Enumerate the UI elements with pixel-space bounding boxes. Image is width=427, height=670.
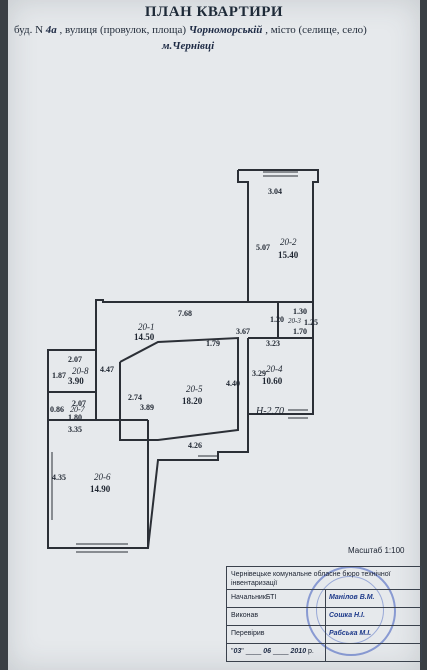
dimension-labels: 3.04 5.07 7.68 1.30 1.20 1.25 1.70 3.67 …: [50, 187, 318, 482]
dim-label: 1.70: [293, 327, 307, 336]
column-divider: [325, 589, 326, 661]
room-label: 20-5: [186, 384, 203, 394]
room-label: 20-8: [72, 366, 89, 376]
role-label: Виконав: [231, 612, 259, 619]
dim-label: 3.67: [236, 327, 250, 336]
dim-label: 2.07: [72, 399, 86, 408]
role-label: НачальникБТІ: [231, 594, 277, 601]
room-label: 20-3: [288, 317, 301, 325]
address-line: буд. N 4а , вулиця (провулок, площа) Чор…: [14, 22, 414, 54]
room-label: 20-7: [70, 405, 86, 414]
date-value: "03" ____ 06 ____ 2010 р.: [231, 648, 314, 655]
floor-plan: 3.04 5.07 7.68 1.30 1.20 1.25 1.70 3.67 …: [47, 169, 319, 553]
dim-label: 1.79: [206, 339, 220, 348]
dim-label: 2.07: [68, 355, 82, 364]
dim-label: 1.30: [293, 307, 307, 316]
room-label: 20-4: [266, 364, 283, 374]
dim-label: 3.04: [268, 187, 282, 196]
scale-label: Масштаб 1:100: [348, 546, 405, 555]
room-area: 10.60: [262, 376, 283, 386]
dim-label: 3.89: [140, 403, 154, 412]
room-area: 15.40: [278, 250, 299, 260]
title-block: Чернівецьке комунальне обласне бюро техн…: [226, 566, 422, 662]
room-area: 1.80: [68, 413, 82, 422]
dim-label: 4.35: [52, 473, 66, 482]
dim-label: 4.47: [100, 365, 114, 374]
dim-label: 4.26: [188, 441, 202, 450]
dim-label: 0.86: [50, 405, 64, 414]
room-label: 20-2: [280, 237, 297, 247]
city-name: м.Чернівці: [162, 40, 215, 52]
dim-label: 3.35: [68, 425, 82, 434]
room-label: 20-1: [138, 322, 155, 332]
sign-row-1: НачальникБТІ Манілов В.М.: [227, 589, 421, 606]
dim-label: 4.40: [226, 379, 240, 388]
building-number: 4а: [45, 24, 57, 36]
dim-label: 7.68: [178, 309, 192, 318]
address-mid: , вулиця (провулок, площа): [59, 24, 187, 36]
role-label: Перевірив: [231, 630, 265, 637]
dim-label: 3.29: [252, 369, 266, 378]
room-label: 20-6: [94, 472, 111, 482]
street-name: Чорноморській: [188, 24, 263, 36]
dim-label: 5.07: [256, 243, 270, 252]
room-area: 18.20: [182, 396, 203, 406]
sign-row-3: Перевірив Рабська М.І.: [227, 625, 421, 642]
org-name: Чернівецьке комунальне обласне бюро техн…: [231, 571, 391, 587]
room-area: 3.90: [68, 376, 84, 386]
dim-label: 1.87: [52, 371, 66, 380]
document-sheet: ПЛАН КВАРТИРИ буд. N 4а , вулиця (провул…: [8, 0, 422, 670]
signer-name: Манілов В.М.: [329, 594, 375, 601]
signer-name: Сошка Н.І.: [329, 612, 365, 619]
height-mark: Н-2.70: [255, 406, 284, 417]
sign-row-2: Виконав Сошка Н.І.: [227, 607, 421, 624]
dim-label: 3.23: [266, 339, 280, 348]
address-prefix: буд. N: [14, 24, 44, 36]
date-row: "03" ____ 06 ____ 2010 р.: [227, 643, 421, 660]
address-tail: , місто (селище, село): [265, 24, 367, 36]
stamp-seal: [306, 566, 396, 656]
dim-label: 1.25: [304, 318, 318, 327]
page-title: ПЛАН КВАРТИРИ: [144, 4, 284, 20]
room-area: 14.90: [90, 484, 111, 494]
dim-label: 2.74: [128, 393, 142, 402]
dim-label: 1.20: [270, 315, 284, 324]
room-area: 14.50: [134, 332, 155, 342]
signer-name: Рабська М.І.: [329, 630, 372, 637]
